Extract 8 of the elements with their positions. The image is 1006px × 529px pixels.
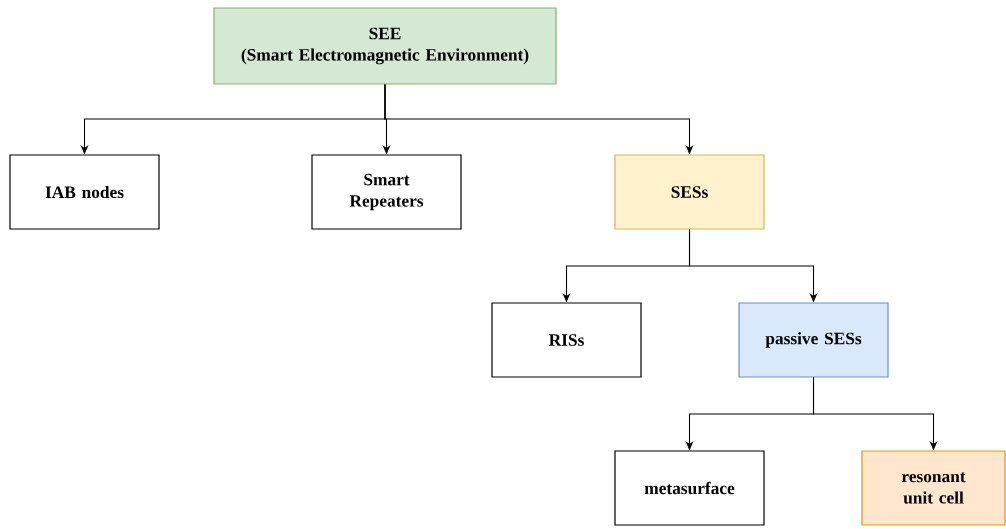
box: passive SESs [738, 302, 889, 378]
box: Smart Repeaters [311, 154, 462, 230]
box: SEE (Smart Electromagnetic Environment) [213, 7, 557, 85]
box: RISs [491, 302, 642, 378]
box: SESs [614, 154, 765, 230]
box: resonant unit cell [861, 450, 1006, 526]
box: metasurface [614, 450, 765, 526]
box: IAB nodes [9, 154, 160, 230]
